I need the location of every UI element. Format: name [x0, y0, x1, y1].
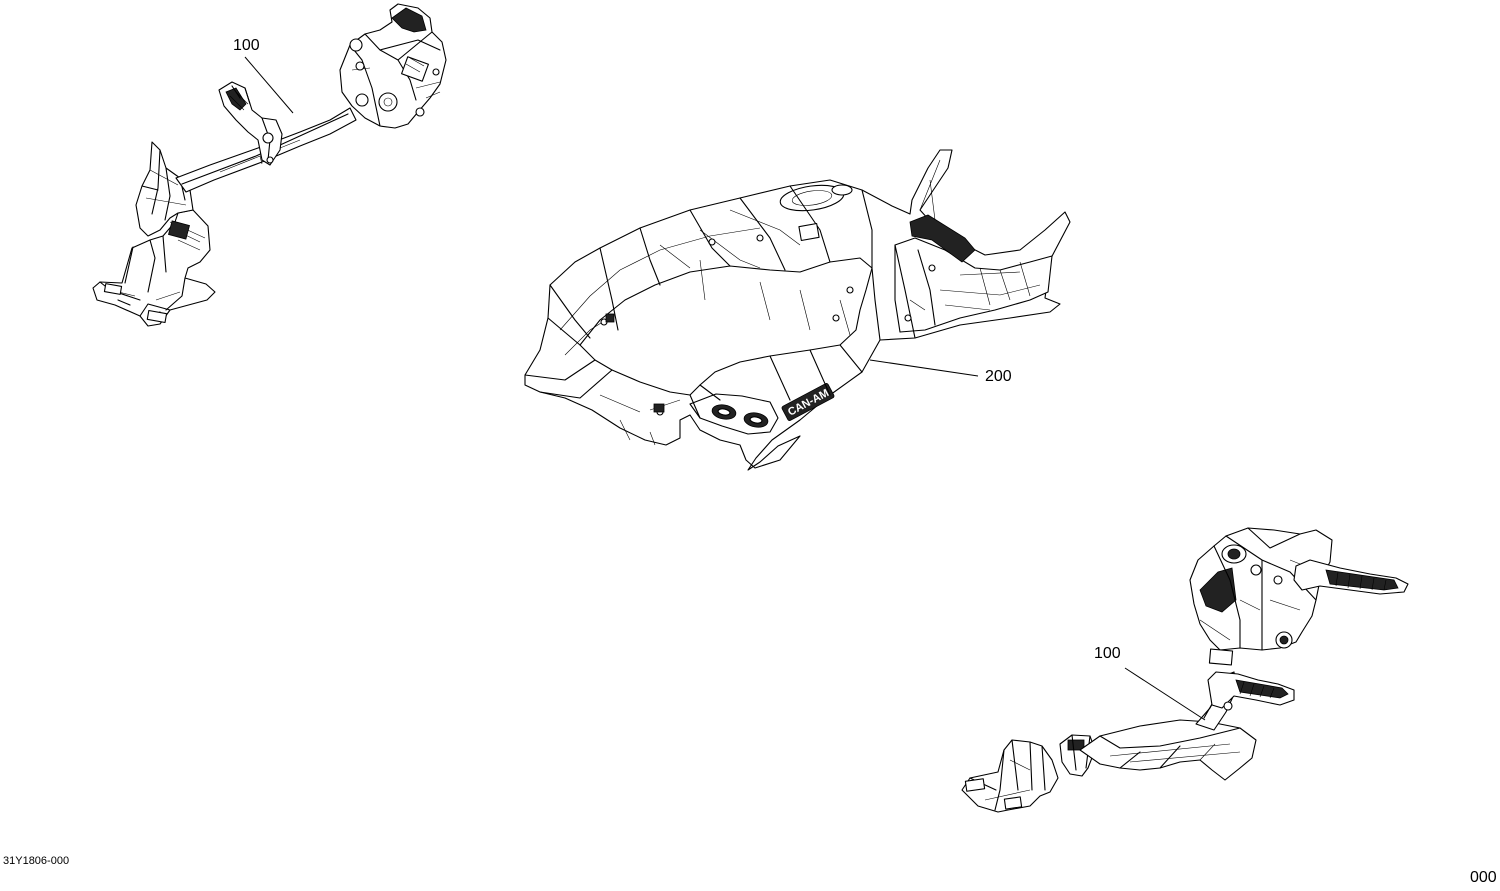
- callout-center-200[interactable]: 200: [985, 368, 1012, 385]
- left-footrest-support-assembly[interactable]: [92, 3, 447, 327]
- right-footrest-support-assembly[interactable]: [961, 527, 1409, 813]
- center-body-panel[interactable]: CAN-AM: [524, 149, 1071, 471]
- callout-right-100[interactable]: 100: [1094, 645, 1121, 662]
- center-leader-line: [869, 359, 979, 377]
- right-leader-line: [1124, 667, 1206, 721]
- page-code: 000: [1470, 869, 1497, 886]
- left-leader-line: [244, 56, 294, 114]
- callout-left-100[interactable]: 100: [233, 37, 260, 54]
- drawing-code: 31Y1806-000: [3, 855, 70, 867]
